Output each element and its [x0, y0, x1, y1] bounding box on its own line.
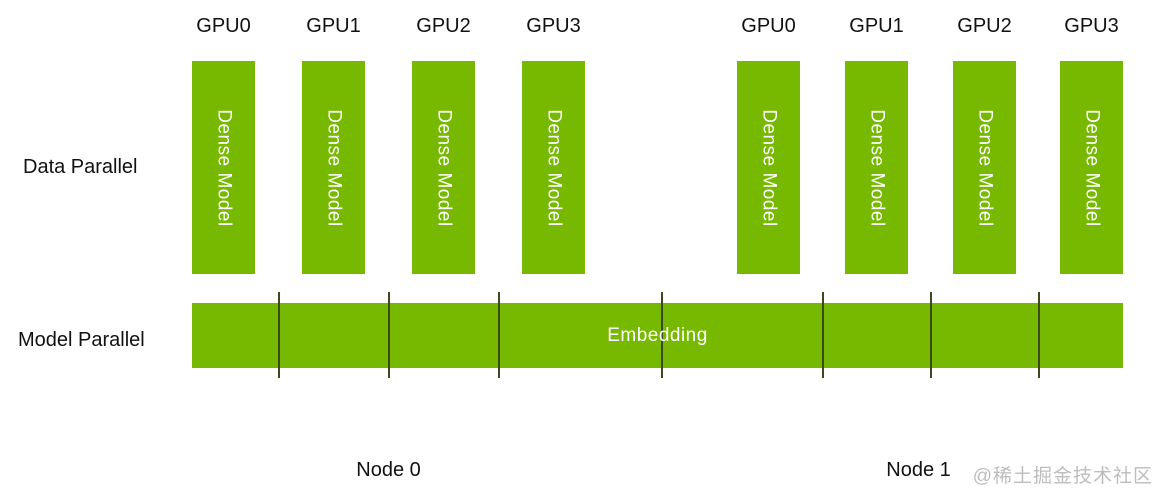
embedding-divider — [661, 292, 663, 378]
gpu-column-node0-gpu3: GPU3 Dense Model — [522, 13, 585, 274]
dense-model-bar: Dense Model — [192, 61, 255, 274]
gpu-label: GPU1 — [849, 15, 904, 37]
gpu-label: GPU3 — [526, 15, 581, 37]
gpu-label: GPU3 — [1064, 15, 1119, 37]
dense-model-label: Dense Model — [323, 108, 345, 227]
gpu-column-node0-gpu0: GPU0 Dense Model — [192, 13, 255, 274]
dense-model-label: Dense Model — [213, 108, 235, 227]
gpu-column-node1-gpu0: GPU0 Dense Model — [737, 13, 800, 274]
dense-model-bar: Dense Model — [845, 61, 908, 274]
gpu-column-node1-gpu1: GPU1 Dense Model — [845, 13, 908, 274]
node1-label: Node 1 — [886, 459, 951, 481]
gpu-label: GPU2 — [957, 15, 1012, 37]
gpu-column-node0-gpu1: GPU1 Dense Model — [302, 13, 365, 274]
watermark: @稀土掘金技术社区 — [972, 466, 1153, 487]
dense-model-bar: Dense Model — [737, 61, 800, 274]
dense-model-bar: Dense Model — [302, 61, 365, 274]
gpu-label: GPU1 — [306, 15, 361, 37]
dense-model-bar: Dense Model — [522, 61, 585, 274]
model-parallel-row-label: Model Parallel — [18, 329, 145, 351]
dense-model-bar: Dense Model — [412, 61, 475, 274]
gpu-column-node1-gpu2: GPU2 Dense Model — [953, 13, 1016, 274]
node0-label: Node 0 — [356, 459, 421, 481]
dense-model-label: Dense Model — [758, 108, 780, 227]
data-parallel-row-label: Data Parallel — [23, 156, 138, 178]
dense-model-bar: Dense Model — [953, 61, 1016, 274]
gpu-column-node1-gpu3: GPU3 Dense Model — [1060, 13, 1123, 274]
dense-model-label: Dense Model — [433, 108, 455, 227]
embedding-label: Embedding — [607, 324, 708, 346]
gpu-label: GPU0 — [196, 15, 251, 37]
embedding-divider — [388, 292, 390, 378]
dense-model-label: Dense Model — [543, 108, 565, 227]
dense-model-label: Dense Model — [974, 108, 996, 227]
embedding-divider — [1038, 292, 1040, 378]
dense-model-label: Dense Model — [1081, 108, 1103, 227]
gpu-column-node0-gpu2: GPU2 Dense Model — [412, 13, 475, 274]
embedding-bar: Embedding — [192, 303, 1123, 368]
gpu-label: GPU2 — [416, 15, 471, 37]
embedding-divider — [278, 292, 280, 378]
dense-model-bar: Dense Model — [1060, 61, 1123, 274]
dense-model-label: Dense Model — [866, 108, 888, 227]
embedding-divider — [822, 292, 824, 378]
embedding-divider — [930, 292, 932, 378]
gpu-label: GPU0 — [741, 15, 796, 37]
embedding-divider — [498, 292, 500, 378]
